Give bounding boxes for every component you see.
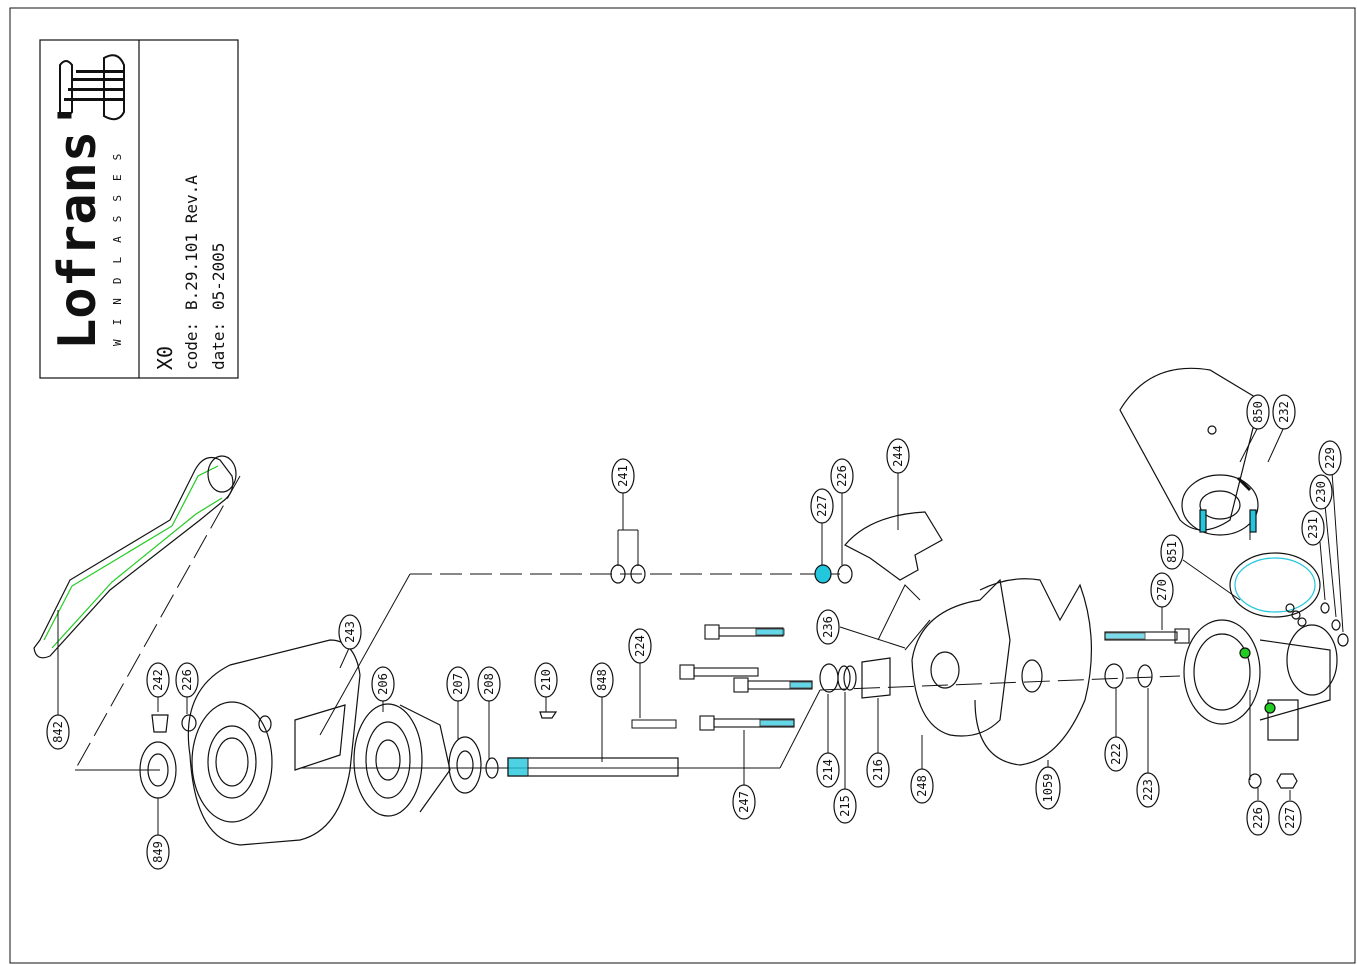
leader-lines [57, 426, 1344, 838]
balloon-851: 851 [1160, 534, 1184, 570]
balloon-226a: 226 [175, 662, 199, 698]
part-label-224: 224 [633, 635, 647, 657]
part-label-207: 207 [451, 673, 465, 695]
part-label-247: 247 [737, 791, 751, 813]
date-value: 05-2005 [209, 243, 228, 310]
balloon-226b: 226 [830, 458, 854, 494]
part-label-227: 227 [1283, 807, 1297, 829]
balloon-236: 236 [816, 609, 840, 645]
part-label-226: 226 [180, 669, 194, 691]
balloon-242: 242 [146, 662, 170, 698]
motor-adapter [1229, 552, 1338, 696]
balloon-207: 207 [446, 666, 470, 702]
base-plate [911, 578, 1093, 766]
part-balloons: 842 849 242 226 243 206 207 208 210 848 … [46, 394, 1342, 870]
code-value: B.29.101 Rev.A [182, 175, 201, 310]
balloon-227b: 227 [1278, 800, 1302, 836]
balloon-226c: 226 [1246, 800, 1270, 836]
sheet-border [9, 7, 1356, 964]
handle-lever [33, 455, 237, 659]
part-label-232: 232 [1277, 401, 1291, 423]
part-label-227: 227 [815, 495, 829, 517]
part-label-208: 208 [482, 673, 496, 695]
long-bolt [1104, 628, 1190, 644]
part-label-231: 231 [1306, 517, 1320, 539]
part-label-244: 244 [891, 445, 905, 467]
balloon-241: 241 [611, 458, 635, 494]
gearbox-housing [1183, 619, 1331, 741]
seal-assembly [819, 657, 891, 699]
part-label-223: 223 [1141, 779, 1155, 801]
brand-subtitle: WINDLASSES [111, 140, 124, 346]
small-nuts [1236, 476, 1349, 789]
balloon-850: 850 [1246, 394, 1270, 430]
part-label-226: 226 [835, 465, 849, 487]
part-label-851: 851 [1165, 541, 1179, 563]
balloon-842: 842 [46, 714, 70, 750]
balloon-214: 214 [816, 752, 840, 788]
part-label-248: 248 [915, 775, 929, 797]
balloon-244: 244 [886, 438, 910, 474]
part-label-842: 842 [51, 721, 65, 743]
balloon-1059: 1059 [1035, 766, 1061, 810]
part-label-236: 236 [821, 616, 835, 638]
chain-gypsy [353, 703, 451, 817]
part-label-222: 222 [1109, 743, 1123, 765]
part-label-206: 206 [376, 673, 390, 695]
balloon-210: 210 [534, 662, 558, 698]
main-shaft [507, 711, 679, 777]
balloon-248: 248 [910, 768, 934, 804]
balloon-231: 231 [1301, 510, 1325, 546]
assembly-lines [74, 475, 1251, 780]
electric-motor [1119, 367, 1261, 536]
date-label: date: [209, 322, 228, 370]
part-label-1059: 1059 [1041, 774, 1055, 803]
bearing-washers [1104, 663, 1153, 689]
balloon-270: 270 [1150, 572, 1174, 608]
code-label: code: [182, 322, 201, 370]
balloon-232: 232 [1272, 394, 1296, 430]
small-washers [151, 564, 853, 733]
part-label-243: 243 [343, 621, 357, 643]
part-label-216: 216 [871, 759, 885, 781]
balloon-229: 229 [1318, 440, 1342, 476]
part-label-214: 214 [821, 759, 835, 781]
balloon-243: 243 [338, 614, 362, 650]
shaft-key [631, 719, 677, 729]
part-label-230: 230 [1314, 481, 1328, 503]
brand-name: Lofrans' [48, 100, 108, 350]
part-label-241: 241 [616, 465, 630, 487]
part-label-848: 848 [595, 669, 609, 691]
balloon-223: 223 [1136, 772, 1160, 808]
part-label-210: 210 [539, 669, 553, 691]
drum-housing [187, 639, 361, 846]
balloon-227a: 227 [810, 488, 834, 524]
model-name: X0 [153, 346, 177, 370]
bolts [679, 624, 813, 731]
balloon-230: 230 [1309, 474, 1333, 510]
anchor-logo-icon [59, 54, 125, 121]
stripper-bracket [844, 511, 943, 581]
part-label-270: 270 [1155, 579, 1169, 601]
title-block: Lofrans' WINDLASSES X0 code: B.29.101 Re… [39, 39, 239, 379]
shaft-washers [448, 736, 499, 794]
balloon-208: 208 [477, 666, 501, 702]
part-label-849: 849 [151, 841, 165, 863]
part-label-850: 850 [1251, 401, 1265, 423]
balloon-216: 216 [866, 752, 890, 788]
balloon-215: 215 [833, 788, 857, 824]
part-label-229: 229 [1323, 447, 1337, 469]
part-label-226: 226 [1251, 807, 1265, 829]
part-label-215: 215 [838, 795, 852, 817]
balloon-206: 206 [371, 666, 395, 702]
balloon-848: 848 [590, 662, 614, 698]
balloon-224: 224 [628, 628, 652, 664]
balloon-247: 247 [732, 784, 756, 820]
balloon-222: 222 [1104, 736, 1128, 772]
lofrans-logo: Lofrans' WINDLASSES [48, 100, 124, 350]
balloon-849: 849 [146, 834, 170, 870]
part-label-242: 242 [151, 669, 165, 691]
